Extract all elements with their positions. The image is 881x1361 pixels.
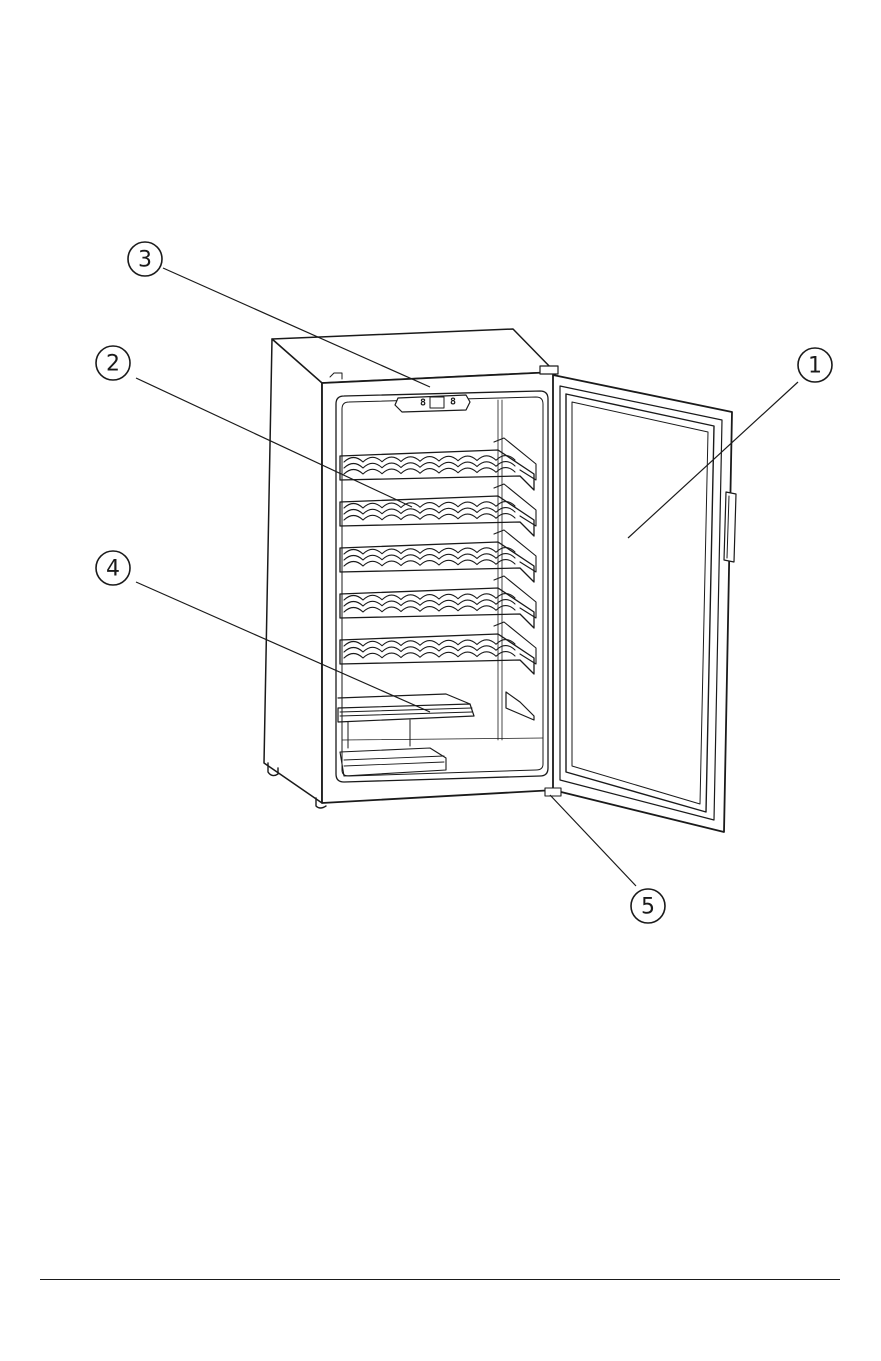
callout-5: 5 [631, 889, 665, 923]
callout-2: 2 [96, 346, 130, 380]
callout-5-label: 5 [641, 895, 655, 920]
callout-4: 4 [96, 551, 130, 585]
leader-5 [550, 795, 636, 886]
callout-1-label: 1 [808, 354, 822, 379]
footer-rule [40, 1279, 840, 1280]
glass-door [545, 375, 736, 832]
callout-3-label: 3 [138, 248, 152, 273]
callout-3: 3 [128, 242, 162, 276]
callout-2-label: 2 [106, 352, 120, 377]
display-left-digit: 8 [420, 398, 426, 409]
control-panel: 8 8 [395, 395, 470, 412]
callout-4-label: 4 [106, 557, 120, 582]
callout-1: 1 [798, 348, 832, 382]
display-right-digit: 8 [450, 397, 456, 408]
